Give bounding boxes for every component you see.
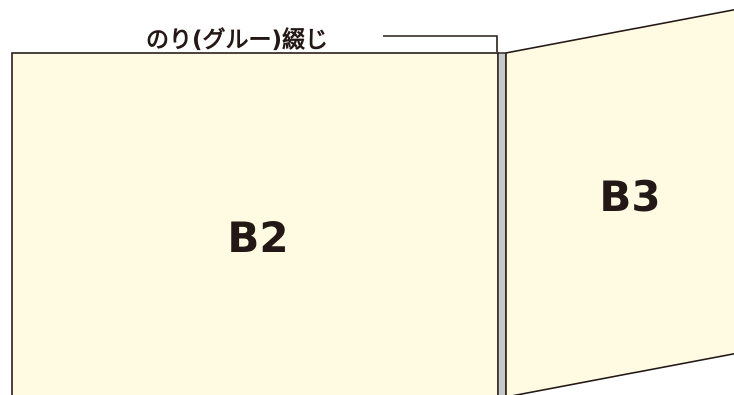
right-page-b3 <box>505 8 734 395</box>
left-page-b2 <box>11 52 499 395</box>
left-page-label: B2 <box>227 213 288 262</box>
callout-leader-line <box>383 35 498 52</box>
right-page-label: B3 <box>599 172 660 221</box>
callout-label: のり(グルー)綴じ <box>146 26 328 53</box>
glue-spine <box>497 52 507 395</box>
